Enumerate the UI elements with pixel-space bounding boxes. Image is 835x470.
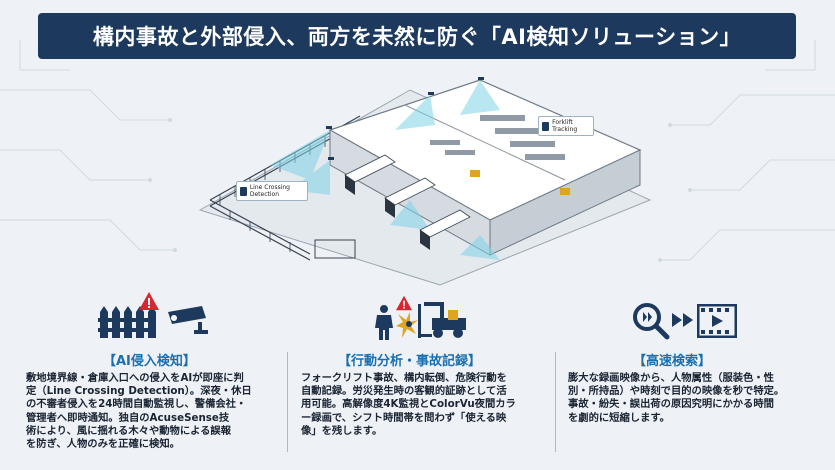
desc-line: を防ぎ、人物のみを正確に検知。 xyxy=(26,438,180,451)
page-title: 構内事故と外部侵入、両方を未然に防ぐ「AI検知ソリューション」 xyxy=(38,13,796,59)
feature-heading: 【高速検索】 xyxy=(633,354,712,369)
callout-line-crossing-label: Line Crossing Detection xyxy=(249,184,290,198)
desc-line: フォークリフト事故、構内転倒、危険行動を xyxy=(301,372,507,384)
column-divider xyxy=(287,352,288,452)
desc-line: ー録画で、シフト時間帯を問わず「使える映 xyxy=(301,411,507,424)
security-camera-icon xyxy=(168,306,208,334)
desc-line: 用可能。高解像度4K監視とColorVu夜間カラ xyxy=(301,398,516,411)
desc-line: 自動記録。労災発生時の客観的証跡として活 xyxy=(301,385,507,398)
fast-forward-icon xyxy=(672,313,693,327)
line-crossing-icon xyxy=(240,186,247,196)
collision-icon xyxy=(396,312,418,338)
feature-description: 敷地境界線・倉庫入口への侵入をAIが即座に判 定（Line Crossing D… xyxy=(26,372,252,451)
desc-line: を劇的に短縮します。 xyxy=(568,411,670,424)
forklift-tracking-icon xyxy=(542,121,550,131)
desc-line: 事故・紛失・誤出荷の原因究明にかかる時間 xyxy=(568,398,774,411)
desc-line: の不審者侵入を24時間自動監視し、警備会社・ xyxy=(26,398,247,411)
feature-description: フォークリフト事故、構内転倒、危険行動を 自動記録。労災発生時の客観的証跡として… xyxy=(301,372,516,438)
feature-description: 膨大な録画映像から、人物属性（服装色・性 別・所持品）や時刻で目的の映像を秒で特… xyxy=(568,372,784,425)
desc-line: 管理者へ即時通知。独自のAcuseSense技 xyxy=(26,411,230,424)
desc-line: 膨大な録画映像から、人物属性（服装色・性 xyxy=(568,372,774,384)
desc-line: 術により、風に揺れる木々や動物による誤報 xyxy=(26,424,232,437)
warning-icon xyxy=(139,292,159,310)
search-icon xyxy=(633,303,670,340)
desc-line: 敷地境界線・倉庫入口への侵入をAIが即座に判 xyxy=(26,372,244,384)
desc-line: 定（Line Crossing Detection）。深夜・休日 xyxy=(26,385,252,398)
fence-icon xyxy=(98,306,156,338)
callout-forklift-label: Forklift Tracking xyxy=(552,119,578,133)
feature-heading: 【AI侵入検知】 xyxy=(103,354,196,369)
warning-icon xyxy=(396,295,412,311)
callout-forklift-tracking: Forklift Tracking xyxy=(538,116,594,136)
video-icon xyxy=(697,304,737,338)
desc-line: 像」を残します。 xyxy=(301,424,383,437)
page-title-text: 構内事故と外部侵入、両方を未然に防ぐ「AI検知ソリューション」 xyxy=(92,25,742,49)
forklift-icon xyxy=(418,302,466,338)
desc-line: 別・所持品）や時刻で目的の映像を秒で特定。 xyxy=(568,385,785,398)
warehouse-scene-illustration xyxy=(198,77,652,286)
worker-icon xyxy=(375,305,393,340)
callout-line-crossing: Line Crossing Detection xyxy=(236,181,308,201)
column-divider xyxy=(555,352,556,452)
feature-heading: 【行動分析・事故記録】 xyxy=(338,354,482,369)
